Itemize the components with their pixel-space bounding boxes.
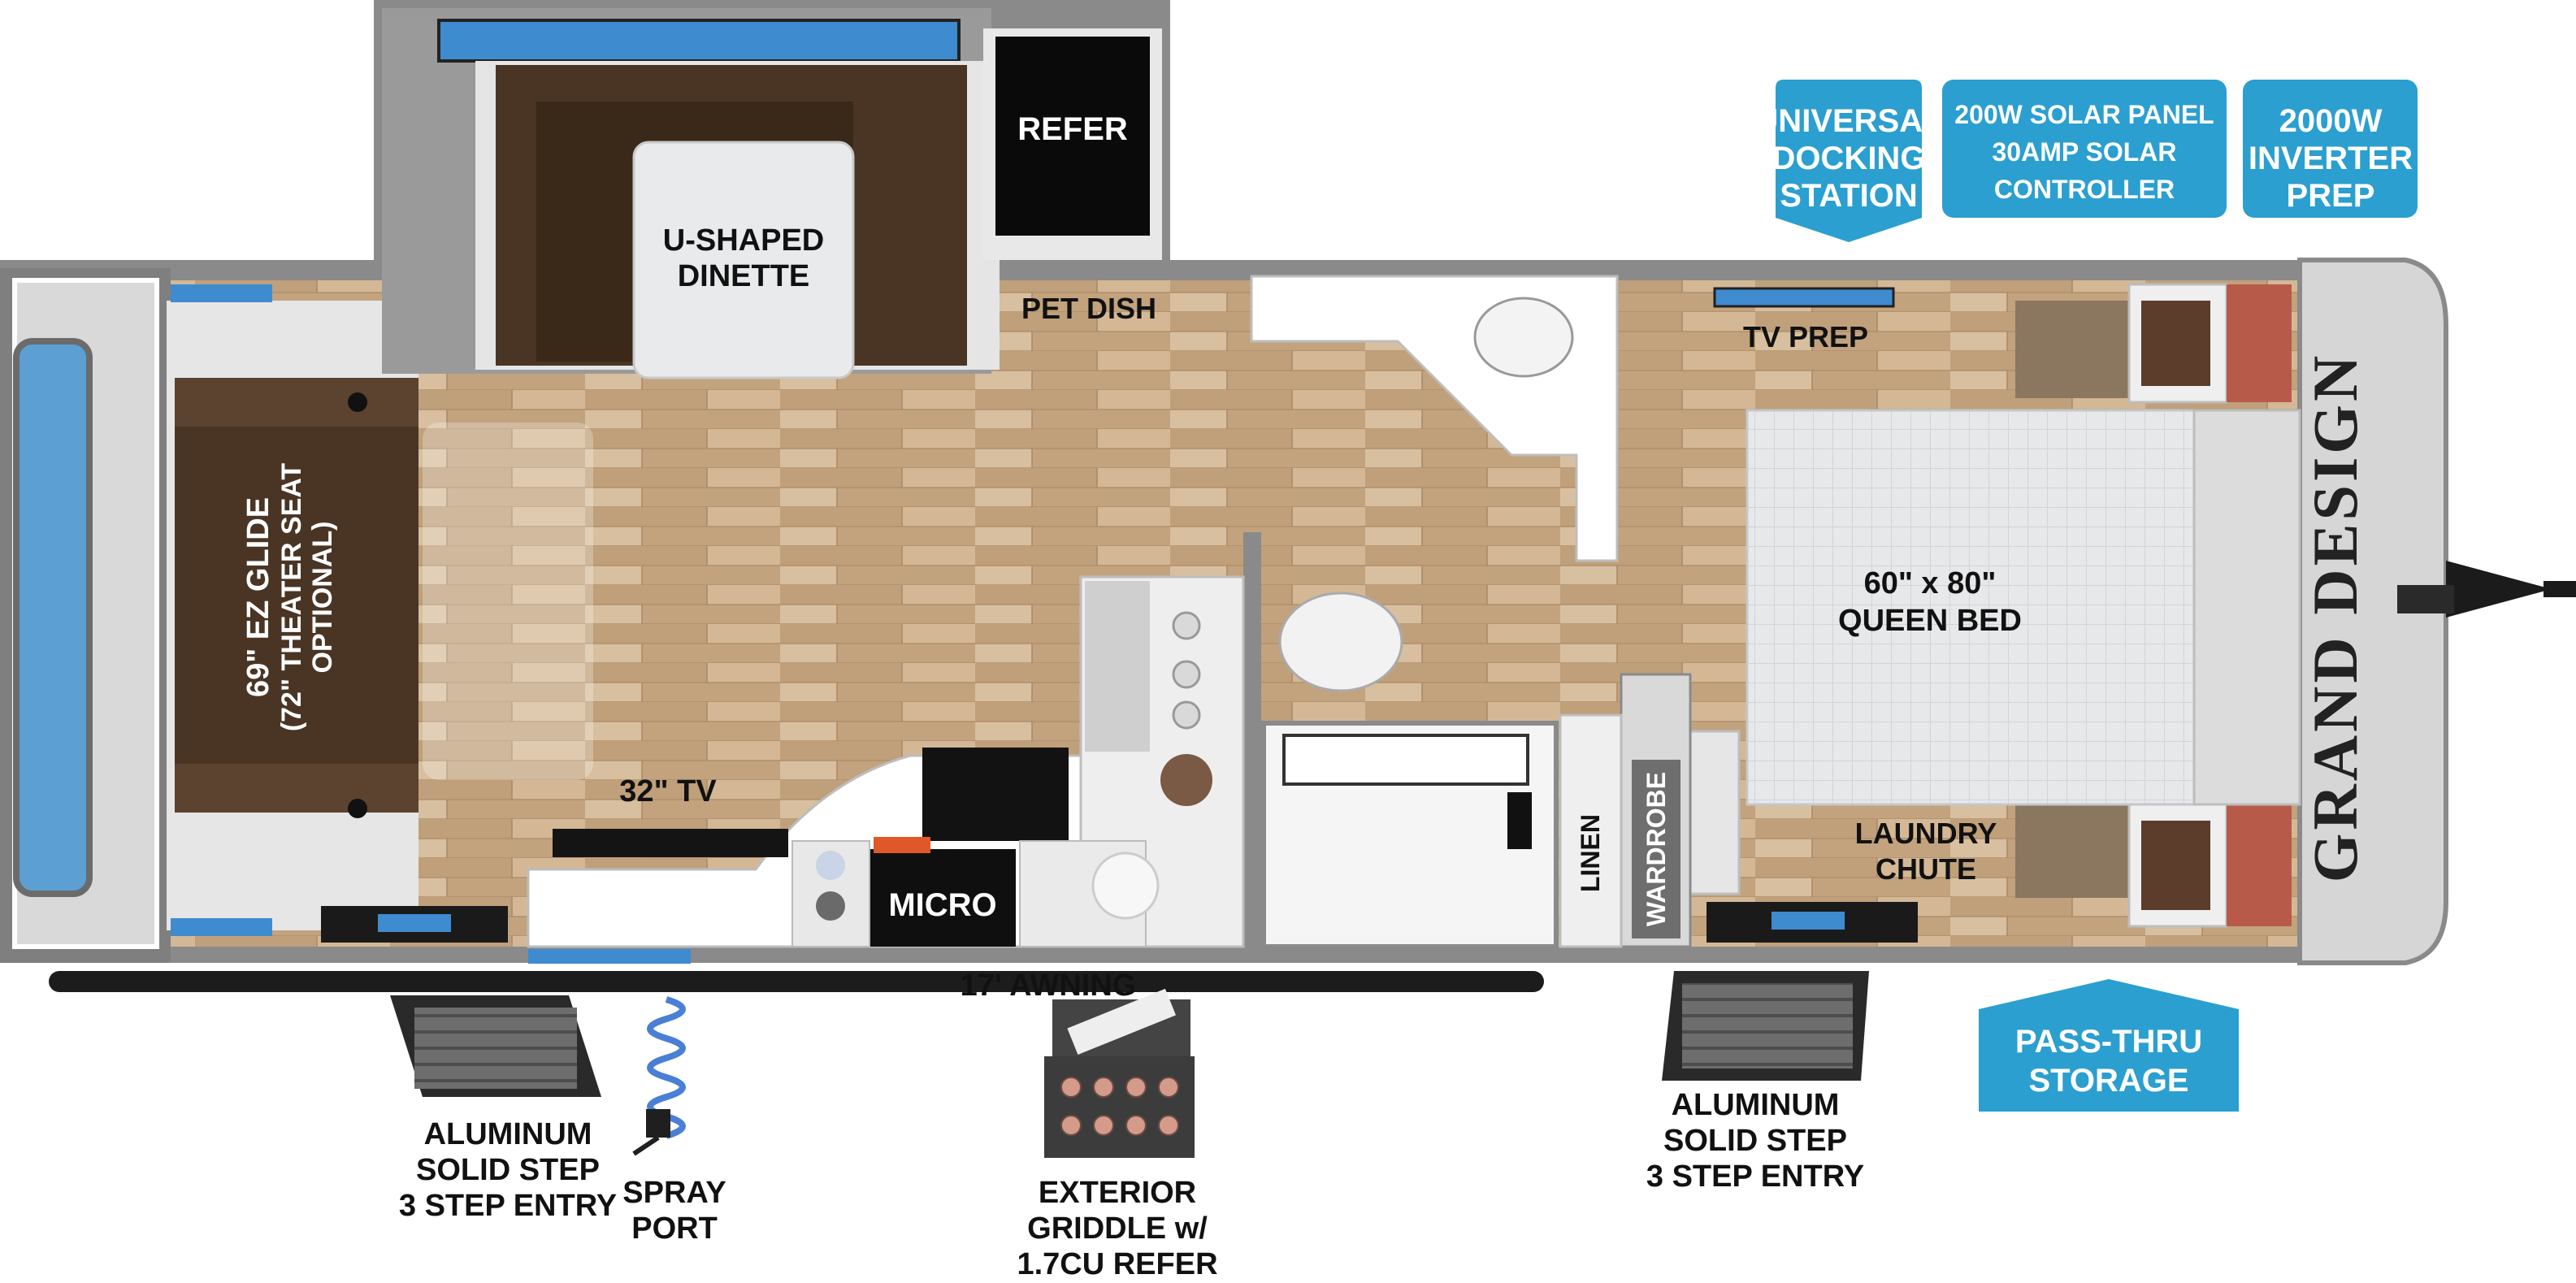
coffee-table-outline: [423, 423, 593, 780]
ez-glide-label: 69" EZ GLIDE (72" THEATER SEAT OPTIONAL): [241, 463, 338, 732]
svg-text:ALUMINUM: ALUMINUM: [424, 1117, 592, 1151]
wardrobe: WARDROBE: [1620, 673, 1692, 948]
svg-text:30AMP SOLAR: 30AMP SOLAR: [1992, 137, 2176, 167]
svg-text:OPTIONAL): OPTIONAL): [307, 522, 338, 674]
svg-text:STATION: STATION: [1780, 178, 1918, 214]
microwave: [870, 849, 1016, 947]
cooktop: [922, 748, 1069, 841]
svg-text:CHUTE: CHUTE: [1876, 852, 1976, 886]
window-rear-top: [171, 284, 272, 302]
svg-text:60" x 80": 60" x 80": [1864, 566, 1997, 600]
dinette-table: [632, 141, 855, 379]
svg-text:EXTERIOR: EXTERIOR: [1039, 1176, 1196, 1210]
bath-wall: [1243, 532, 1261, 947]
svg-text:STORAGE: STORAGE: [2028, 1063, 2188, 1099]
badge-universal-docking-station: UNIVERSAL DOCKING STATION: [1754, 80, 1943, 242]
svg-text:GRIDDLE w/: GRIDDLE w/: [1027, 1211, 1208, 1246]
kitchen-counter: MICRO: [527, 575, 1245, 948]
toilet: [1278, 592, 1403, 692]
svg-text:3 STEP ENTRY: 3 STEP ENTRY: [399, 1189, 617, 1223]
svg-text:SOLID STEP: SOLID STEP: [1663, 1124, 1847, 1158]
rear-cap: [0, 268, 171, 963]
svg-text:2000W: 2000W: [2279, 103, 2383, 139]
svg-text:PREP: PREP: [2287, 178, 2375, 214]
svg-text:LINEN: LINEN: [1576, 814, 1605, 892]
laundry-chute: [1689, 730, 1741, 895]
right-step-label: ALUMINUM SOLID STEP 3 STEP ENTRY: [1646, 1088, 1864, 1194]
entry-step-right: [1662, 971, 1869, 1081]
awning-label: 17' AWNING: [961, 969, 1137, 1003]
griddle-label: EXTERIOR GRIDDLE w/ 1.7CU REFER: [1017, 1176, 1217, 1281]
svg-text:(72" THEATER SEAT: (72" THEATER SEAT: [276, 463, 307, 732]
svg-text:ALUMINUM: ALUMINUM: [1672, 1088, 1840, 1122]
refrigerator: REFER: [983, 28, 1162, 260]
linen-closet: LINEN: [1559, 713, 1623, 948]
bath-sink: [1473, 297, 1574, 378]
spray-port-label: SPRAY PORT: [622, 1176, 726, 1246]
tv-prep-label: TV PREP: [1743, 320, 1868, 353]
svg-text:U-SHAPED: U-SHAPED: [663, 223, 824, 258]
brand-logo: GRAND DESIGN: [2300, 353, 2370, 883]
exterior-griddle: [1044, 988, 1195, 1158]
badge-solar-panel: 200W SOLAR PANEL 30AMP SOLAR CONTROLLER: [1942, 80, 2227, 218]
laundry-chute-label: LAUNDRY CHUTE: [1855, 817, 1997, 886]
svg-text:200W SOLAR PANEL: 200W SOLAR PANEL: [1954, 100, 2214, 129]
svg-text:1.7CU REFER: 1.7CU REFER: [1017, 1247, 1217, 1281]
svg-text:DOCKING: DOCKING: [1772, 141, 1926, 176]
badge-pass-thru-storage: PASS-THRU STORAGE: [1979, 979, 2239, 1112]
entry-step-left: [390, 995, 601, 1097]
svg-text:DINETTE: DINETTE: [678, 259, 810, 293]
svg-text:PORT: PORT: [631, 1211, 718, 1246]
left-step-label: ALUMINUM SOLID STEP 3 STEP ENTRY: [399, 1117, 617, 1223]
window-rear-bottom: [171, 918, 272, 936]
rear-window: [13, 338, 93, 897]
badge-inverter-prep: 2000W INVERTER PREP: [2243, 80, 2418, 218]
shower: [1261, 721, 1559, 949]
svg-text:UNIVERSAL: UNIVERSAL: [1754, 103, 1942, 139]
queen-bed: 60" x 80" QUEEN BED: [1746, 409, 2301, 806]
svg-text:INVERTER: INVERTER: [2249, 141, 2413, 176]
svg-text:MICRO: MICRO: [888, 887, 996, 923]
dinette-label: U-SHAPED DINETTE: [663, 223, 824, 293]
svg-text:SOLID STEP: SOLID STEP: [416, 1153, 600, 1187]
ez-glide-sofa: [167, 301, 418, 930]
dinette-slide: [382, 8, 1000, 379]
dinette-window: [437, 19, 961, 63]
svg-text:SPRAY: SPRAY: [622, 1176, 726, 1210]
svg-text:QUEEN BED: QUEEN BED: [1838, 604, 2022, 638]
pet-dish-label: PET DISH: [1021, 292, 1156, 325]
svg-text:WARDROBE: WARDROBE: [1641, 772, 1671, 926]
svg-text:LAUNDRY: LAUNDRY: [1855, 817, 1997, 850]
svg-text:REFER: REFER: [1017, 111, 1128, 147]
spray-port: [632, 996, 686, 1156]
svg-text:69" EZ GLIDE: 69" EZ GLIDE: [241, 497, 275, 697]
svg-text:3 STEP ENTRY: 3 STEP ENTRY: [1646, 1159, 1864, 1194]
bath-vanity: [1250, 275, 1619, 562]
awning: [49, 971, 1544, 992]
front-cap: GRAND DESIGN: [2297, 258, 2448, 965]
tv-cabinet: [553, 829, 788, 857]
tv-label: 32" TV: [619, 774, 717, 808]
svg-text:PASS-THRU: PASS-THRU: [2015, 1024, 2202, 1060]
bedroom-cabinets: [2015, 283, 2292, 928]
tongue-jack: [2397, 561, 2576, 618]
svg-text:CONTROLLER: CONTROLLER: [1994, 175, 2175, 204]
bedroom-window: [1713, 287, 1895, 308]
